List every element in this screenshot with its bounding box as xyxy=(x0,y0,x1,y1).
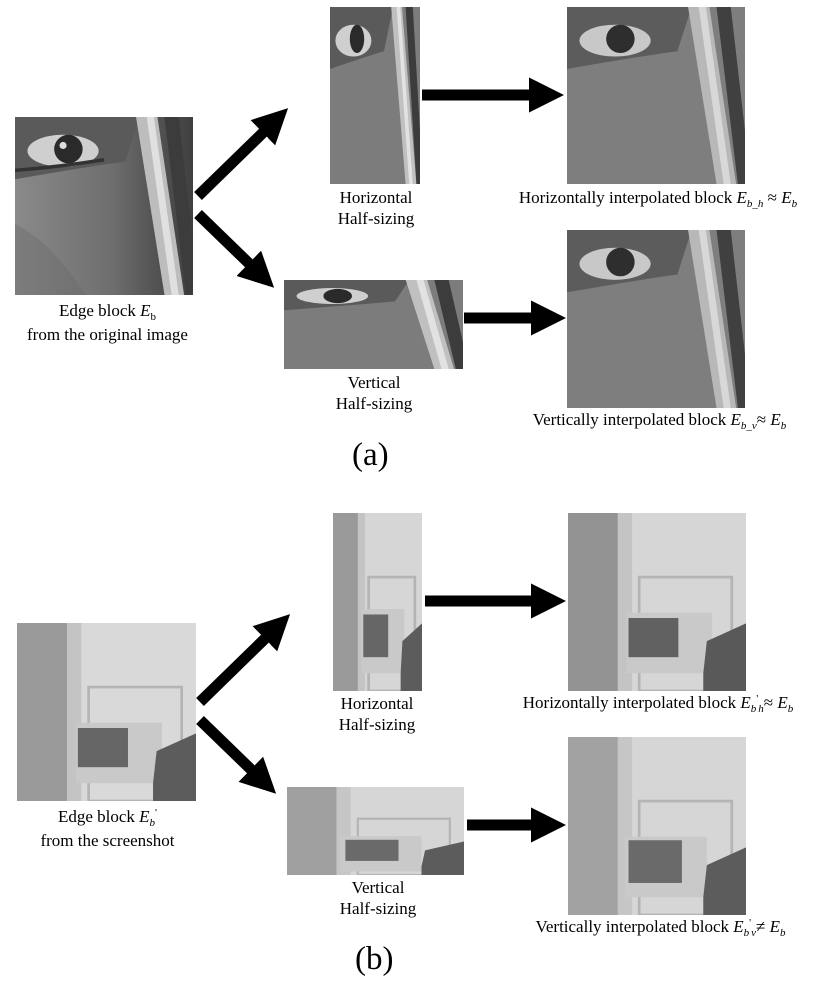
caption-b-vertical: Vertical Half-sizing xyxy=(339,878,417,918)
panel-label-b: (b) xyxy=(355,941,394,977)
screenshot-horizontal-interpolated xyxy=(568,513,746,691)
photo-vertical-half xyxy=(284,280,463,369)
arrow-b-to-vertical xyxy=(196,716,277,794)
caption-a-vertical-result: Vertically interpolated block Eb_v≈ Eb xyxy=(532,410,787,432)
screenshot-vertical-half xyxy=(287,787,464,875)
caption-a-horizontal: Horizontal Half-sizing xyxy=(337,188,415,228)
photo-edge-block xyxy=(15,117,193,295)
caption-b-source: Edge block Eb' from the screenshot xyxy=(40,807,175,850)
panel-label-a: (a) xyxy=(352,437,389,473)
caption-a-horizontal-result: Horizontally interpolated block Eb_h ≈ E… xyxy=(518,188,798,210)
caption-b-horizontal-result: Horizontally interpolated block Eb'h≈ Eb xyxy=(522,693,794,715)
caption-b-horizontal: Horizontal Half-sizing xyxy=(338,694,416,734)
photo-vertical-interpolated xyxy=(567,230,745,408)
screenshot-edge-block xyxy=(17,623,196,801)
caption-b-vertical-result: Vertically interpolated block Eb'v≠ Eb xyxy=(535,917,786,939)
arrow-a-to-horizontal xyxy=(194,108,289,200)
photo-horizontal-interpolated xyxy=(567,7,745,184)
photo-horizontal-half xyxy=(330,7,420,184)
screenshot-horizontal-half xyxy=(333,513,422,691)
caption-a-vertical: Vertical Half-sizing xyxy=(335,373,413,413)
screenshot-vertical-interpolated xyxy=(568,737,746,915)
arrow-b-to-horizontal xyxy=(196,614,291,706)
caption-a-source: Edge block Eb from the original image xyxy=(27,301,188,344)
arrow-a-to-vertical xyxy=(194,210,275,288)
